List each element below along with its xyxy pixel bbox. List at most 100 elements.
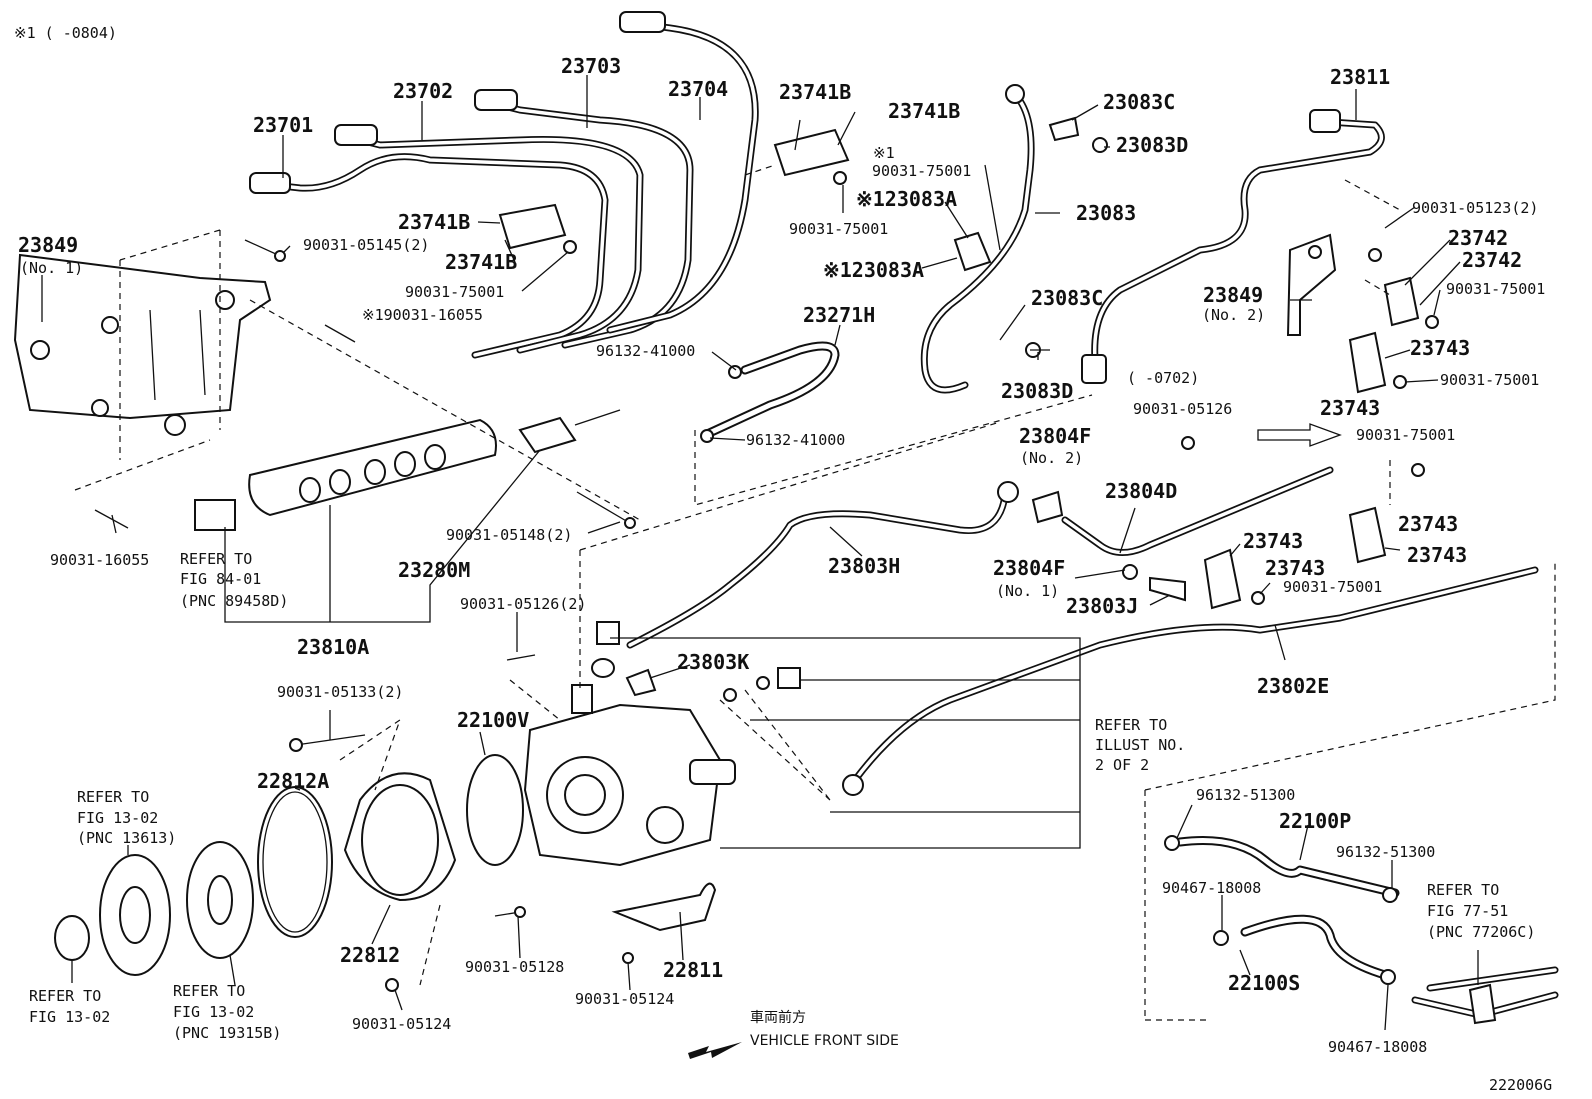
label-96132-41000-b[interactable]: 96132-41000	[746, 431, 845, 449]
label-refer-77-51-b[interactable]: FIG 77-51	[1427, 902, 1508, 920]
pipe-23811[interactable]	[1081, 109, 1385, 384]
clamp-23743-middle[interactable]	[1203, 548, 1265, 610]
label-23743-c[interactable]: 23743	[1398, 512, 1458, 536]
label-23743-f[interactable]: 23743	[1265, 556, 1325, 580]
label-refer-13-02-b[interactable]: FIG 13-02	[29, 1008, 110, 1026]
clamp-23743-right[interactable]	[1348, 463, 1425, 564]
bracket-23849-no2[interactable]	[1286, 233, 1337, 336]
label-90031-05124-b[interactable]: 90031-05124	[352, 1015, 451, 1033]
label-90031-05128[interactable]: 90031-05128	[465, 958, 564, 976]
label-90031-05133[interactable]: 90031-05133(2)	[277, 683, 403, 701]
label-23083c-a[interactable]: 23083C	[1103, 90, 1175, 114]
label-90031-75001-f[interactable]: 90031-75001	[1356, 426, 1455, 444]
label-23741b-c[interactable]: 23741B	[779, 80, 851, 104]
fitting-23803k[interactable]	[591, 621, 801, 702]
label-90031-16055-b[interactable]: 90031-16055	[50, 551, 149, 569]
label-90031-05126-b[interactable]: 90031-05126(2)	[460, 595, 586, 613]
gasket-22812[interactable]	[343, 772, 457, 902]
label-23804f-no1[interactable]: 23804F	[993, 556, 1065, 580]
label-23849-no1[interactable]: 23849	[18, 233, 78, 257]
label-22100v[interactable]: 22100V	[457, 708, 529, 732]
gear-19315b[interactable]	[186, 841, 254, 959]
label-90031-05148[interactable]: 90031-05148(2)	[446, 526, 572, 544]
label-90031-16055-a[interactable]: ※190031-16055	[362, 306, 483, 324]
label-23271h[interactable]: 23271H	[803, 303, 875, 327]
clamp-23743-upper[interactable]	[1348, 331, 1407, 394]
label-23804d[interactable]: 23804D	[1105, 479, 1177, 503]
label-23703[interactable]: 23703	[561, 54, 621, 78]
label-23804f-no2[interactable]: 23804F	[1019, 424, 1091, 448]
label-22812[interactable]: 22812	[340, 943, 400, 967]
label-22100s[interactable]: 22100S	[1228, 971, 1300, 995]
label-23741b-a[interactable]: 23741B	[398, 210, 470, 234]
pipe-23803h[interactable]	[626, 481, 1019, 649]
label-90031-75001-b[interactable]: 90031-75001	[872, 162, 971, 180]
label-23741b-b[interactable]: 23741B	[445, 250, 517, 274]
label-23743-e[interactable]: 23743	[1407, 543, 1467, 567]
label-23742-a[interactable]: 23742	[1448, 226, 1508, 250]
label-23803h[interactable]: 23803H	[828, 554, 900, 578]
o-ring-22100v[interactable]	[466, 754, 524, 866]
label-90031-05126-a[interactable]: 90031-05126	[1133, 400, 1232, 418]
label-90031-75001-c[interactable]: 90031-75001	[789, 220, 888, 238]
label-23803k[interactable]: 23803K	[677, 650, 749, 674]
fuel-lines-77206c[interactable]	[1411, 966, 1559, 1025]
label-90031-75001-g[interactable]: 90031-75001	[1283, 578, 1382, 596]
label-23811[interactable]: 23811	[1330, 65, 1390, 89]
label-23810a[interactable]: 23810A	[297, 635, 369, 659]
label-23083a-b[interactable]: ※123083A	[823, 258, 924, 282]
hose-23271h[interactable]	[700, 341, 840, 443]
label-23083d-b[interactable]: 23083D	[1001, 379, 1073, 403]
label-23704[interactable]: 23704	[668, 77, 728, 101]
label-refer-illust-b[interactable]: ILLUST NO.	[1095, 736, 1185, 754]
label-96132-51300-a[interactable]: 96132-51300	[1196, 786, 1295, 804]
label-90031-75001-d[interactable]: 90031-75001	[1446, 280, 1545, 298]
pipe-23083[interactable]	[920, 84, 1108, 394]
fuel-rail-23810a[interactable]	[194, 409, 621, 531]
nut-13-02[interactable]	[54, 915, 90, 961]
label-refer-19315b-b[interactable]: FIG 13-02	[173, 1003, 254, 1021]
label-90031-05145[interactable]: 90031-05145(2)	[303, 236, 429, 254]
plate-22811[interactable]	[611, 882, 717, 932]
label-96132-51300-b[interactable]: 96132-51300	[1336, 843, 1435, 861]
label-23849-no2[interactable]: 23849	[1203, 283, 1263, 307]
label-23083c-b[interactable]: 23083C	[1031, 286, 1103, 310]
supply-pump-22100v[interactable]	[523, 684, 736, 867]
pipe-23802e[interactable]	[842, 566, 1539, 796]
label-90031-05124-a[interactable]: 90031-05124	[575, 990, 674, 1008]
label-23083d-a[interactable]: 23083D	[1116, 133, 1188, 157]
label-23743-a[interactable]: 23743	[1410, 336, 1470, 360]
clamp-23742[interactable]	[1383, 276, 1439, 329]
label-22812a[interactable]: 22812A	[257, 769, 329, 793]
label-refer-13613-b[interactable]: FIG 13-02	[77, 809, 158, 827]
label-23741b-d[interactable]: 23741B	[888, 99, 960, 123]
clamp-23741b-right[interactable]	[773, 128, 850, 185]
clamp-23741b-left[interactable]	[498, 203, 577, 254]
hose-22100s[interactable]	[1213, 914, 1396, 985]
label-23702[interactable]: 23702	[393, 79, 453, 103]
gear-13613[interactable]	[99, 854, 171, 976]
label-90031-75001-a[interactable]: 90031-75001	[405, 283, 504, 301]
label-22100p[interactable]: 22100P	[1279, 809, 1351, 833]
bracket-23849-no1[interactable]	[13, 253, 272, 436]
o-ring-22812a[interactable]	[257, 786, 333, 938]
label-23803j[interactable]: 23803J	[1066, 594, 1138, 618]
label-23083a-a[interactable]: ※123083A	[856, 187, 957, 211]
label-23701[interactable]: 23701	[253, 113, 313, 137]
label-23280m[interactable]: 23280M	[398, 558, 470, 582]
label-23743-b[interactable]: 23743	[1320, 396, 1380, 420]
label-23802e[interactable]: 23802E	[1257, 674, 1329, 698]
label-23743-d[interactable]: 23743	[1243, 529, 1303, 553]
label-90031-05123[interactable]: 90031-05123(2)	[1412, 199, 1538, 217]
label-90031-75001-e[interactable]: 90031-75001	[1440, 371, 1539, 389]
label-22811[interactable]: 22811	[663, 958, 723, 982]
injection-pipes[interactable]	[249, 11, 759, 359]
label-90467-18008-a[interactable]: 90467-18008	[1162, 879, 1261, 897]
label-refer-84-01-b[interactable]: FIG 84-01	[180, 570, 261, 588]
label-23083[interactable]: 23083	[1076, 201, 1136, 225]
hose-22100p[interactable]	[1164, 835, 1400, 903]
label-96132-41000-a[interactable]: 96132-41000	[596, 342, 695, 360]
pipe-23804d[interactable]	[1031, 466, 1334, 602]
label-90467-18008-b[interactable]: 90467-18008	[1328, 1038, 1427, 1056]
label-23742-b[interactable]: 23742	[1462, 248, 1522, 272]
